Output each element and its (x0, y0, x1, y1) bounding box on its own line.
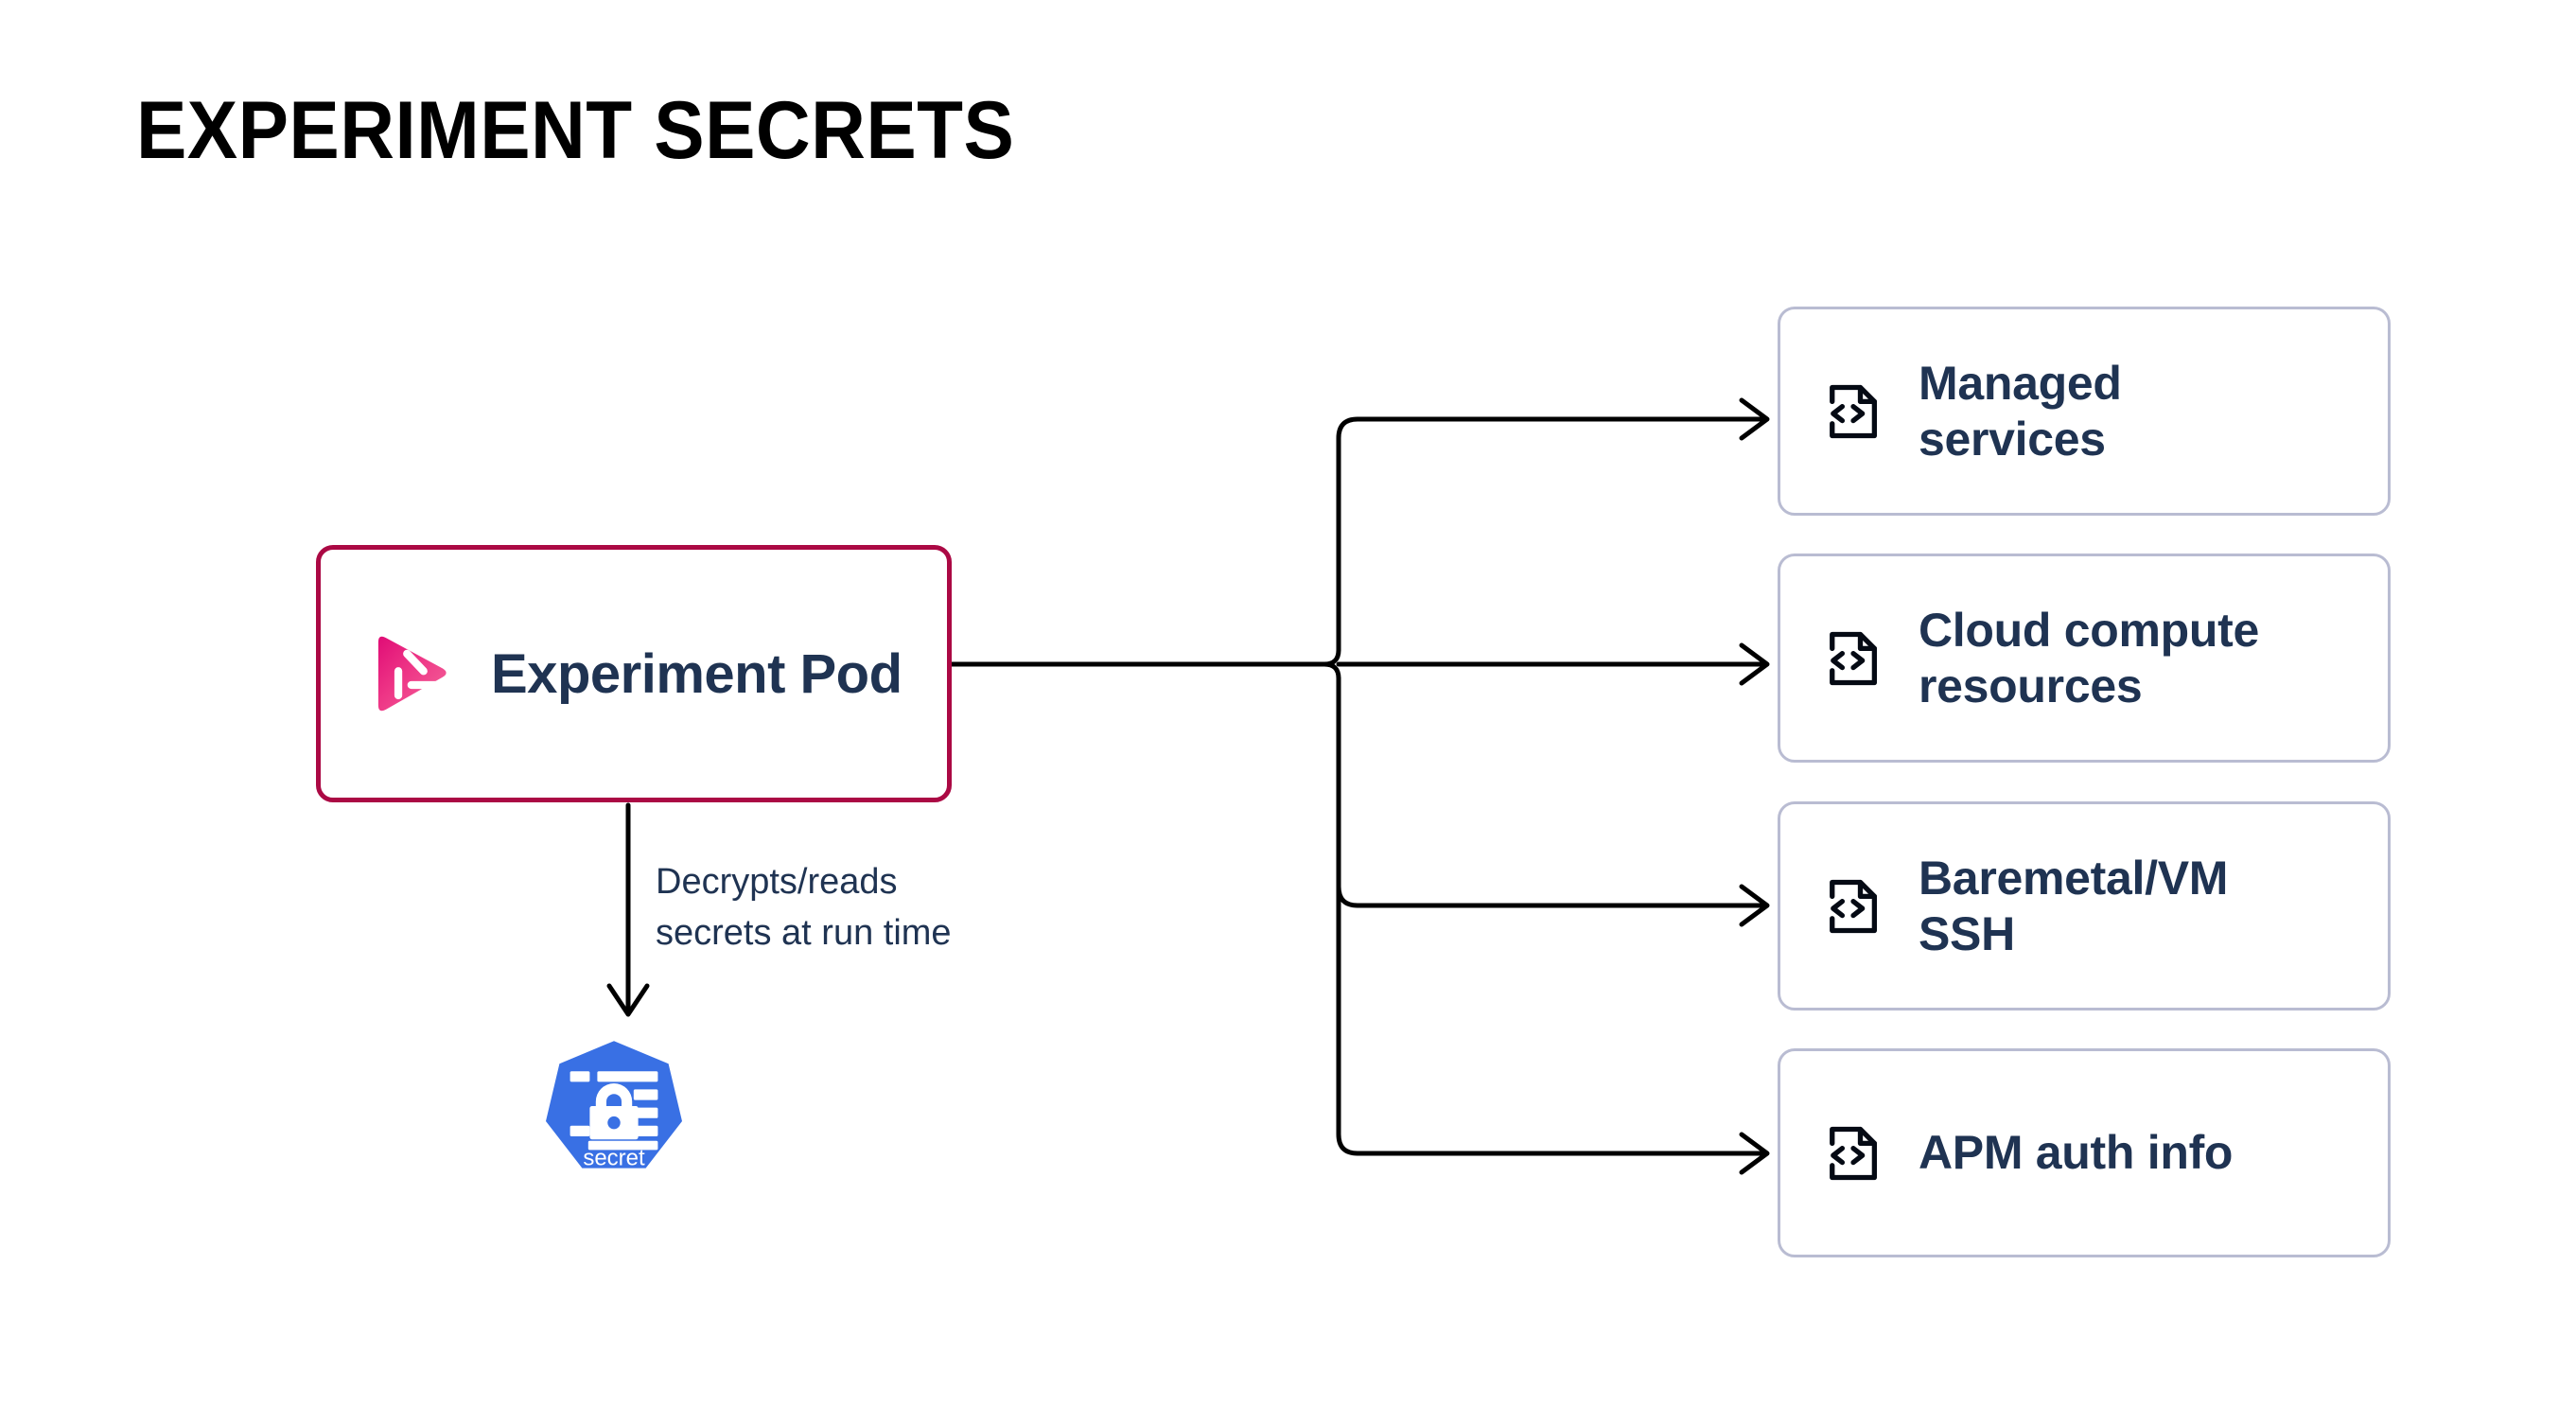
edge-branch-baremetal-ssh (1336, 676, 1767, 908)
code-file-icon (1830, 631, 1878, 685)
gremlin-logo-icon (377, 636, 447, 712)
target-card-baremetal-vm-ssh[interactable]: Baremetal/VM SSH (1778, 801, 2391, 1011)
edge-junction-upper (1322, 647, 1341, 667)
code-file-icon (1830, 1126, 1878, 1180)
target-card-label: APM auth info (1919, 1126, 2234, 1179)
arrowhead-to-secret (606, 983, 650, 1017)
edge-branch-apm-auth (1336, 676, 1767, 1156)
arrowhead-managed-services (1739, 397, 1770, 441)
target-card-apm-auth-info[interactable]: APM auth info (1778, 1048, 2391, 1257)
edge-caption-decrypts-reads: Decrypts/reads secrets at run time (656, 862, 952, 953)
edge-branch-managed-services (1336, 416, 1767, 653)
secret-node-label: secret (583, 1145, 645, 1170)
code-file-icon (1830, 879, 1878, 933)
target-card-label: Managed services (1919, 356, 2122, 466)
code-file-icon (1830, 384, 1878, 438)
arrowhead-cloud-compute (1739, 642, 1770, 686)
arrowhead-apm-auth (1739, 1132, 1770, 1175)
target-card-managed-services[interactable]: Managed services (1778, 307, 2391, 516)
target-card-cloud-compute-resources[interactable]: Cloud compute resources (1778, 554, 2391, 763)
kubernetes-secret-node[interactable]: secret (538, 1038, 690, 1189)
kubernetes-secret-icon: secret (546, 1041, 682, 1170)
page-title: EXPERIMENT SECRETS (136, 85, 1015, 176)
experiment-pod-label: Experiment Pod (491, 642, 902, 705)
edge-junction-lower (1322, 661, 1341, 681)
experiment-pod-node[interactable]: Experiment Pod (316, 545, 952, 802)
target-card-label: Baremetal/VM SSH (1919, 851, 2229, 960)
arrowhead-baremetal-ssh (1739, 884, 1770, 927)
target-card-label: Cloud compute resources (1919, 603, 2259, 712)
